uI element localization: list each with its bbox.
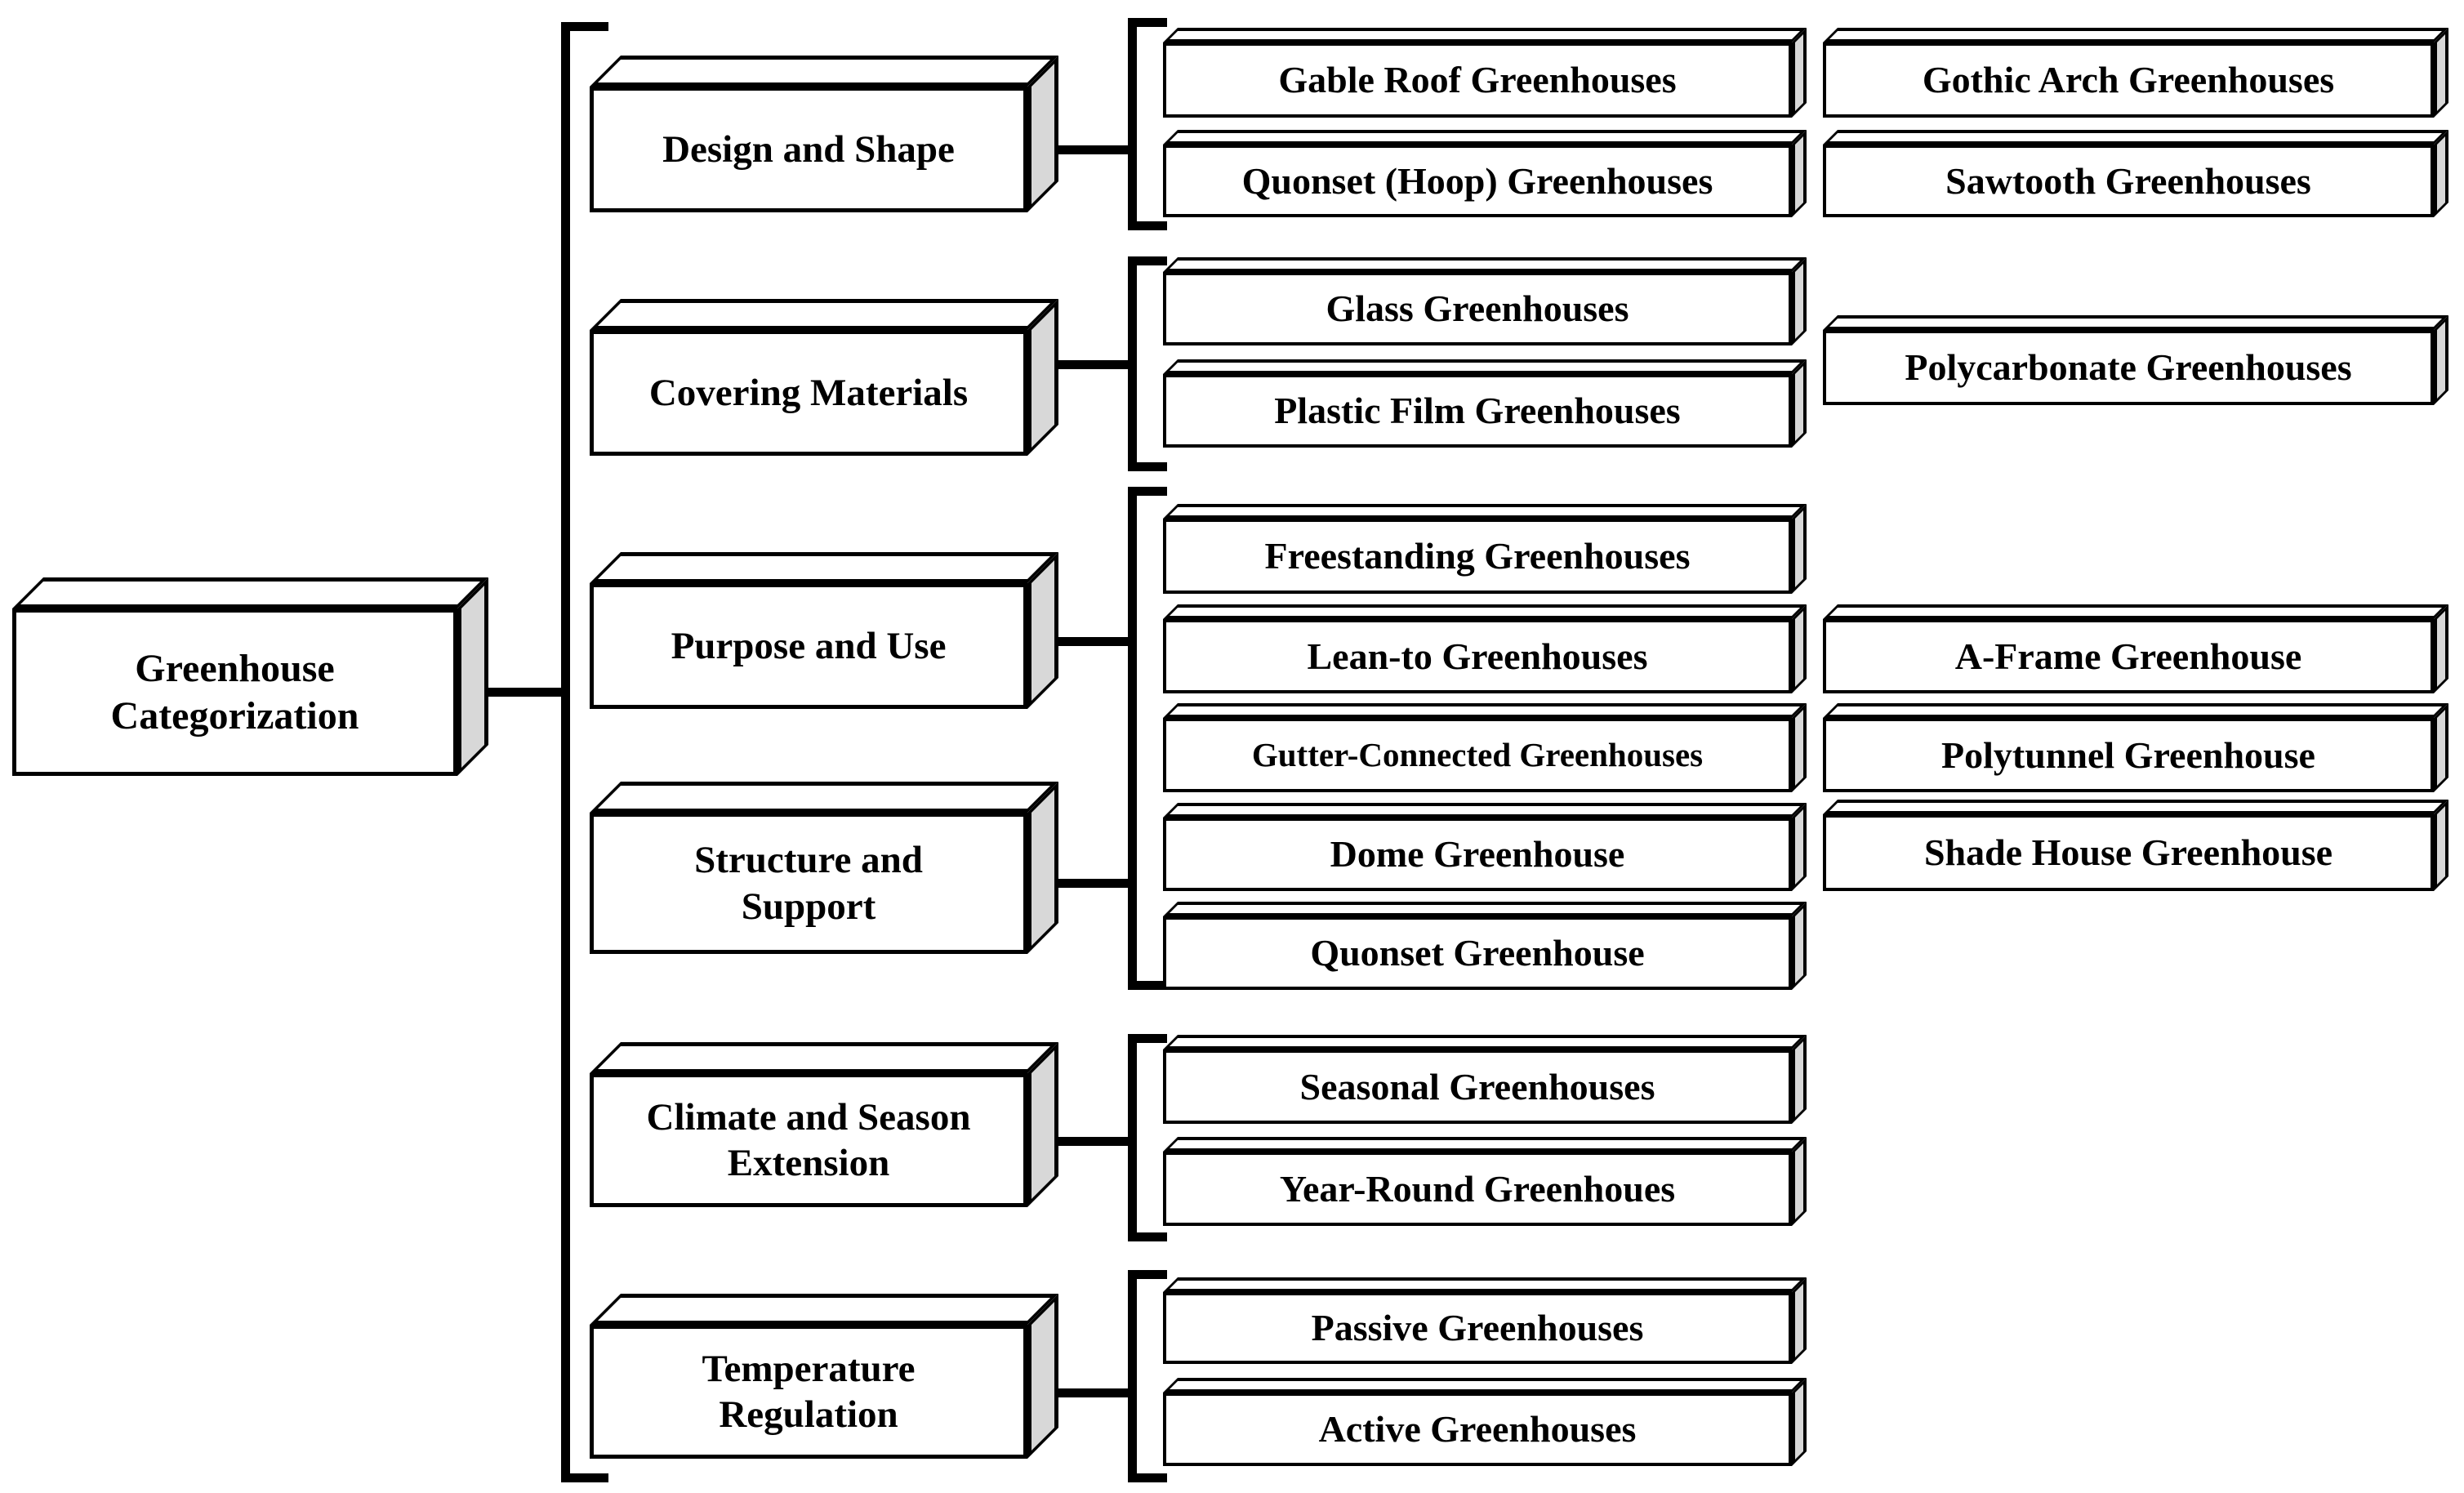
- category-label: Climate and Season Extension: [646, 1095, 971, 1184]
- leaf-box-passive-greenhouses: Passive Greenhouses: [1163, 1292, 1792, 1364]
- leaf-box-quonset-greenhouse: Quonset Greenhouse: [1163, 916, 1792, 990]
- root-label: Greenhouse Categorization: [110, 646, 359, 738]
- leaf-box-a-frame-greenhouse: A-Frame Greenhouse: [1823, 619, 2434, 693]
- leaf-box-quonset-hoop-greenhouses: Quonset (Hoop) Greenhouses: [1163, 145, 1792, 217]
- child-bracket-1-top-tick: [1128, 18, 1167, 27]
- leaf-box-gutter-connected-greenhouses: Gutter-Connected Greenhouses: [1163, 718, 1792, 792]
- leaf-box-active-greenhouses: Active Greenhouses: [1163, 1393, 1792, 1466]
- connector-climate-season: [1054, 1137, 1128, 1146]
- leaf-label: Polytunnel Greenhouse: [1941, 733, 2315, 776]
- child-bracket-4-top-tick: [1128, 1034, 1167, 1043]
- child-bracket-5-top-tick: [1128, 1270, 1167, 1279]
- connector-structure-and-support: [1054, 879, 1128, 888]
- category-label: Structure and Support: [694, 839, 923, 928]
- main-bracket-top-tick: [561, 22, 608, 31]
- category-box-covering-materials: Covering Materials: [590, 330, 1027, 456]
- leaf-label: Gable Roof Greenhouses: [1278, 59, 1677, 101]
- leaf-label: Lean-to Greenhouses: [1307, 635, 1648, 677]
- leaf-box-plastic-film-greenhouses: Plastic Film Greenhouses: [1163, 374, 1792, 448]
- category-box-temperature-regulation: Temperature Regulation: [590, 1325, 1027, 1459]
- leaf-label: A-Frame Greenhouse: [1954, 635, 2302, 677]
- child-bracket-1-line: [1128, 18, 1137, 230]
- child-bracket-4-line: [1128, 1034, 1137, 1241]
- leaf-label: Shade House Greenhouse: [1923, 831, 2333, 874]
- category-label: Purpose and Use: [671, 624, 947, 667]
- child-bracket-3-line: [1128, 487, 1137, 990]
- leaf-box-seasonal-greenhouses: Seasonal Greenhouses: [1163, 1050, 1792, 1124]
- leaf-label: Passive Greenhouses: [1311, 1307, 1644, 1349]
- leaf-label: Dome Greenhouse: [1330, 833, 1625, 876]
- child-bracket-5-line: [1128, 1270, 1137, 1482]
- connector-purpose-and-use: [1054, 637, 1128, 646]
- main-bracket-line: [561, 22, 570, 1482]
- leaf-label: Gutter-Connected Greenhouses: [1251, 735, 1704, 773]
- leaf-label: Quonset Greenhouse: [1310, 932, 1645, 974]
- leaf-box-shade-house-greenhouse: Shade House Greenhouse: [1823, 814, 2434, 891]
- leaf-label: Polycarbonate Greenhouses: [1905, 346, 2352, 389]
- connector-design-and-shape: [1054, 145, 1128, 154]
- leaf-box-freestanding-greenhouses: Freestanding Greenhouses: [1163, 519, 1792, 594]
- leaf-box-lean-to-greenhouses: Lean-to Greenhouses: [1163, 619, 1792, 693]
- leaf-box-sawtooth-greenhouses: Sawtooth Greenhouses: [1823, 145, 2434, 217]
- category-box-design-and-shape: Design and Shape: [590, 87, 1027, 212]
- leaf-box-gable-roof-greenhouses: Gable Roof Greenhouses: [1163, 42, 1792, 118]
- leaf-box-year-round-greenhouses: Year-Round Greenhoues: [1163, 1152, 1792, 1226]
- leaf-label: Glass Greenhouses: [1326, 287, 1629, 330]
- leaf-label: Plastic Film Greenhouses: [1274, 390, 1681, 432]
- leaf-label: Seasonal Greenhouses: [1299, 1065, 1655, 1107]
- child-bracket-5-bottom-tick: [1128, 1473, 1167, 1482]
- child-bracket-4-bottom-tick: [1128, 1232, 1167, 1241]
- leaf-box-gothic-arch-greenhouses: Gothic Arch Greenhouses: [1823, 42, 2434, 118]
- connector-covering-materials: [1054, 360, 1128, 369]
- category-label: Covering Materials: [648, 371, 969, 414]
- category-label: Design and Shape: [662, 127, 955, 171]
- category-box-purpose-and-use: Purpose and Use: [590, 583, 1027, 709]
- leaf-label: Quonset (Hoop) Greenhouses: [1241, 159, 1713, 202]
- main-bracket-bottom-tick: [561, 1473, 608, 1482]
- leaf-box-glass-greenhouses: Glass Greenhouses: [1163, 272, 1792, 345]
- leaf-label: Gothic Arch Greenhouses: [1922, 59, 2335, 101]
- leaf-label: Year-Round Greenhoues: [1279, 1167, 1676, 1210]
- root-box-greenhouse-categorization: Greenhouse Categorization: [12, 608, 457, 776]
- leaf-label: Freestanding Greenhouses: [1264, 535, 1691, 577]
- leaf-box-polytunnel-greenhouse: Polytunnel Greenhouse: [1823, 718, 2434, 792]
- child-bracket-3-bottom-tick: [1128, 981, 1167, 990]
- child-bracket-2-top-tick: [1128, 256, 1167, 265]
- leaf-box-polycarbonate-greenhouses: Polycarbonate Greenhouses: [1823, 330, 2434, 405]
- leaf-label: Active Greenhouses: [1318, 1408, 1637, 1451]
- child-bracket-2-line: [1128, 256, 1137, 471]
- category-box-structure-and-support: Structure and Support: [590, 813, 1027, 954]
- category-box-climate-and-season-extension: Climate and Season Extension: [590, 1073, 1027, 1207]
- leaf-label: Sawtooth Greenhouses: [1945, 159, 2311, 202]
- leaf-box-dome-greenhouse: Dome Greenhouse: [1163, 818, 1792, 891]
- category-label: Temperature Regulation: [702, 1347, 916, 1436]
- root-connector: [486, 688, 561, 697]
- connector-temperature-regulation: [1054, 1388, 1128, 1397]
- child-bracket-2-bottom-tick: [1128, 462, 1167, 471]
- child-bracket-3-top-tick: [1128, 487, 1167, 496]
- child-bracket-1-bottom-tick: [1128, 221, 1167, 230]
